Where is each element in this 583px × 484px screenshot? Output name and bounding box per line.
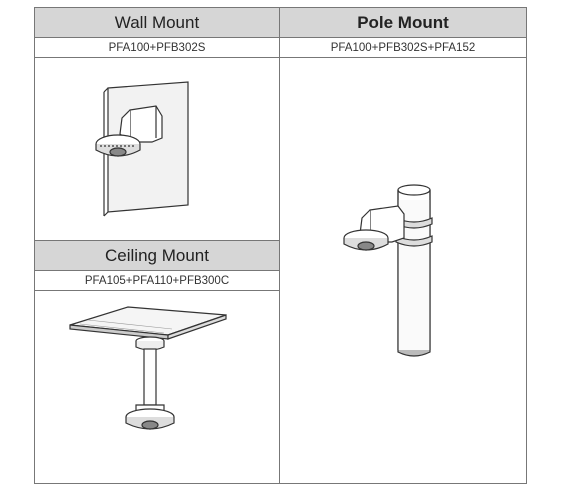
ceiling-mount-camera-icon [69, 306, 227, 430]
pole-mount-title: Pole Mount [279, 7, 527, 38]
wall-mount-title: Wall Mount [34, 7, 280, 38]
pole-mount-camera-icon [343, 184, 433, 357]
ceiling-mount-title: Ceiling Mount [34, 240, 280, 271]
ceiling-mount-model: PFA105+PFA110+PFB300C [34, 270, 280, 291]
wall-mount-camera-icon [95, 81, 189, 217]
wall-mount-model: PFA100+PFB302S [34, 37, 280, 58]
pole-mount-model: PFA100+PFB302S+PFA152 [279, 37, 527, 58]
